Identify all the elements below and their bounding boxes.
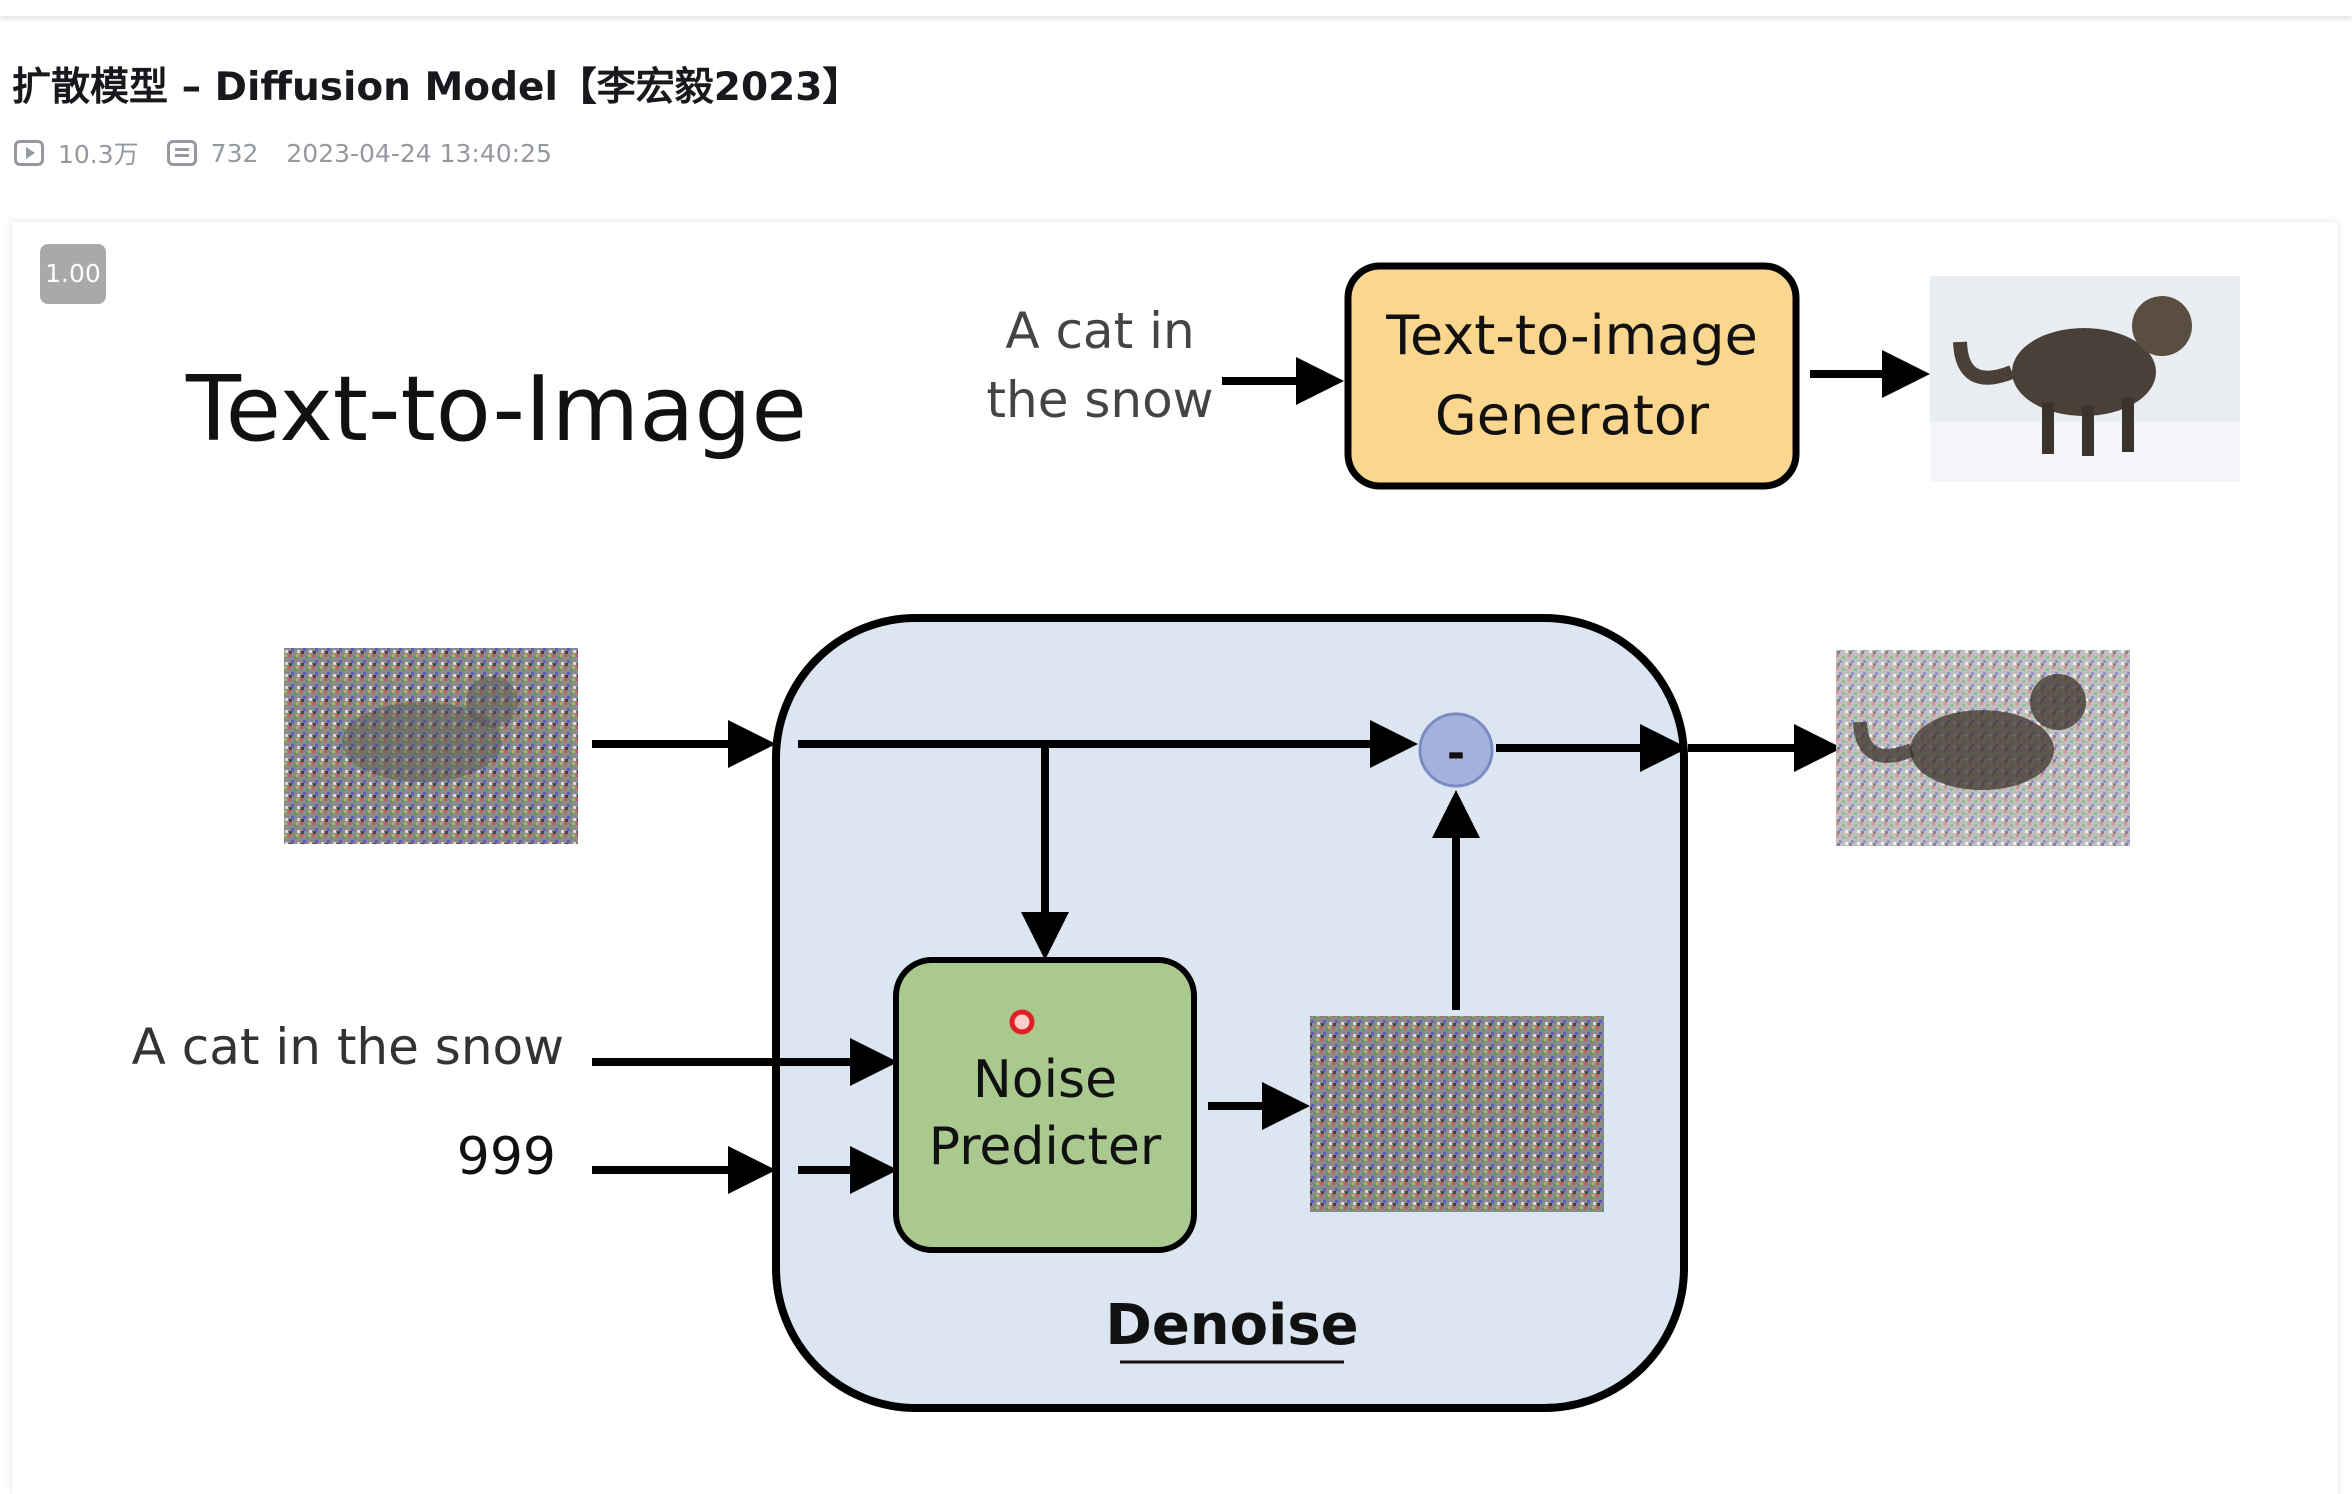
video-player[interactable]: Text-to-Image A cat in the snow Text-to-… — [12, 222, 2338, 1494]
danmaku-icon — [166, 140, 197, 166]
noisy-input-image — [284, 648, 578, 844]
prompt-text-line2: the snow — [986, 371, 1213, 429]
prompt-text-line1: A cat in — [1005, 302, 1194, 360]
input-text-label: A cat in the snow — [132, 1018, 564, 1076]
laser-pointer-icon — [1009, 1009, 1035, 1035]
denoised-output-image — [1836, 650, 2130, 846]
noise-predictor-box — [893, 957, 1197, 1253]
view-count-value: 10.3万 — [58, 140, 139, 169]
noise-predictor-label-line1: Noise — [973, 1050, 1117, 1110]
danmaku-count-value: 732 — [210, 138, 259, 168]
minus-sign: - — [1447, 728, 1465, 779]
output-cat-image — [1930, 276, 2240, 482]
play-count-icon — [14, 140, 44, 166]
denoise-label: Denoise — [1105, 1293, 1358, 1358]
generator-label-line2: Generator — [1435, 384, 1710, 447]
text-to-image-generator-box — [1344, 262, 1800, 490]
generator-label-line1: Text-to-image — [1385, 304, 1758, 367]
video-meta: 10.3万 732 2023-04-24 13:40:25 — [14, 133, 580, 173]
view-count: 10.3万 — [14, 135, 139, 171]
video-title: 扩散模型 – Diffusion Model【李宏毅2023】 — [12, 65, 862, 110]
publish-date: 2023-04-24 13:40:25 — [286, 139, 552, 168]
predicted-noise-image — [1310, 1016, 1604, 1212]
playback-speed-badge[interactable]: 1.00 — [40, 244, 106, 304]
noise-predictor-label-line2: Predicter — [929, 1117, 1162, 1177]
minus-operator — [1418, 712, 1494, 788]
slide-canvas: Text-to-Image A cat in the snow Text-to-… — [132, 262, 2240, 1412]
step-number: 999 — [457, 1127, 556, 1187]
top-bar — [0, 0, 2352, 16]
danmaku-count: 732 — [166, 138, 259, 168]
publish-date-value: 2023-04-24 13:40:25 — [286, 138, 552, 168]
slide-heading: Text-to-Image — [185, 357, 807, 462]
